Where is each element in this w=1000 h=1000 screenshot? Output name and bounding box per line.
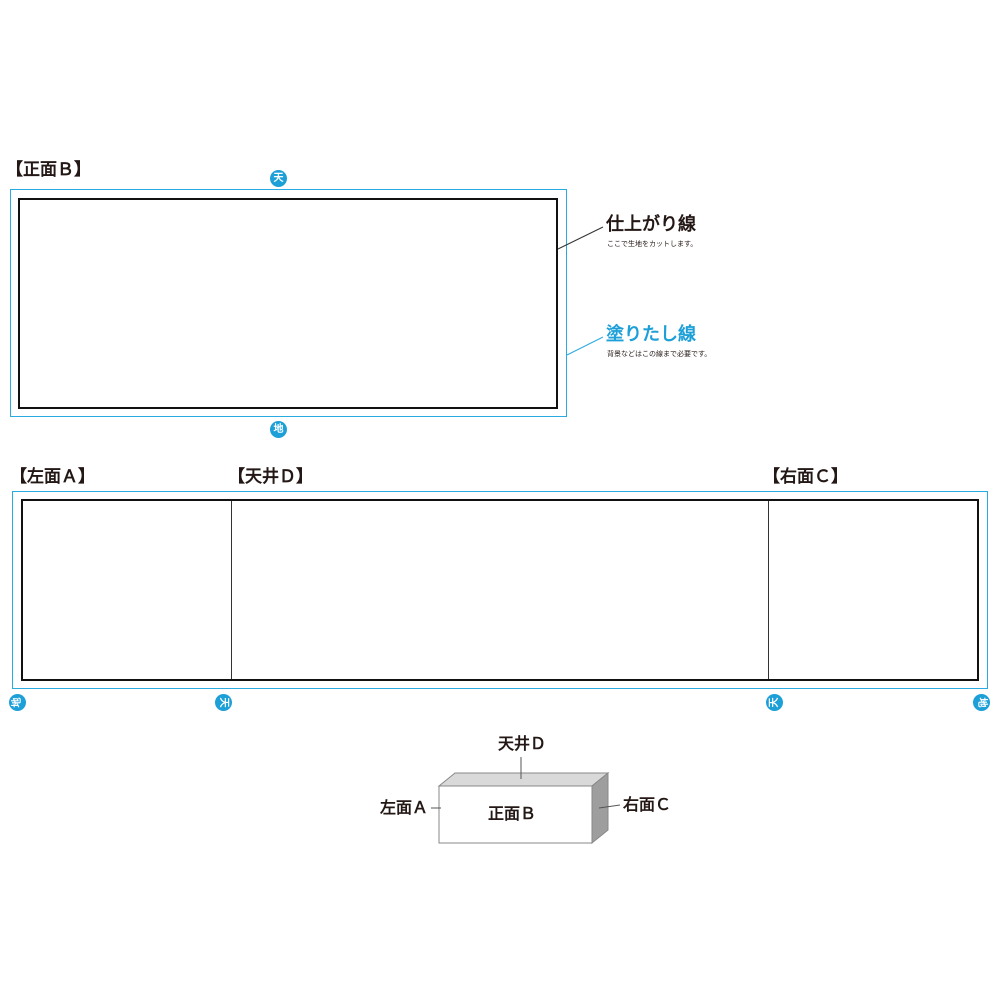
- top-panel-label: 【天井Ｄ】: [228, 467, 313, 487]
- box-top-label: 天井Ｄ: [498, 734, 547, 753]
- front-panel-label: 【正面Ｂ】: [6, 160, 91, 180]
- top-orientation-badge: 天: [270, 170, 287, 187]
- trim-line-legend-title: 仕上がり線: [606, 214, 696, 235]
- front-bleed-line: [10, 189, 567, 417]
- right-panel-label: 【右面Ｃ】: [763, 467, 848, 487]
- left-top-fold-line: [231, 501, 232, 679]
- box-left-label: 左面Ａ: [380, 798, 429, 817]
- strip-trim-line: [21, 499, 979, 681]
- front-trim-line: [18, 198, 558, 409]
- top-right-fold-line: [768, 501, 769, 679]
- box-front-label: 正面Ｂ: [488, 804, 537, 823]
- bleed-line-legend-desc: 背景などはこの線まで必要です。: [607, 350, 712, 358]
- bottom-orientation-badge: 地: [270, 421, 287, 438]
- box-right-label: 右面Ｃ: [623, 795, 672, 814]
- bleed-line-legend-title: 塗りたし線: [606, 324, 696, 345]
- box-front-face: [438, 785, 593, 844]
- strip-bleed-line: [12, 491, 988, 689]
- left-panel-label: 【左面Ａ】: [10, 467, 95, 487]
- box-top-face: [437, 772, 610, 787]
- trim-line-legend-desc: ここで生地をカットします。: [607, 240, 698, 248]
